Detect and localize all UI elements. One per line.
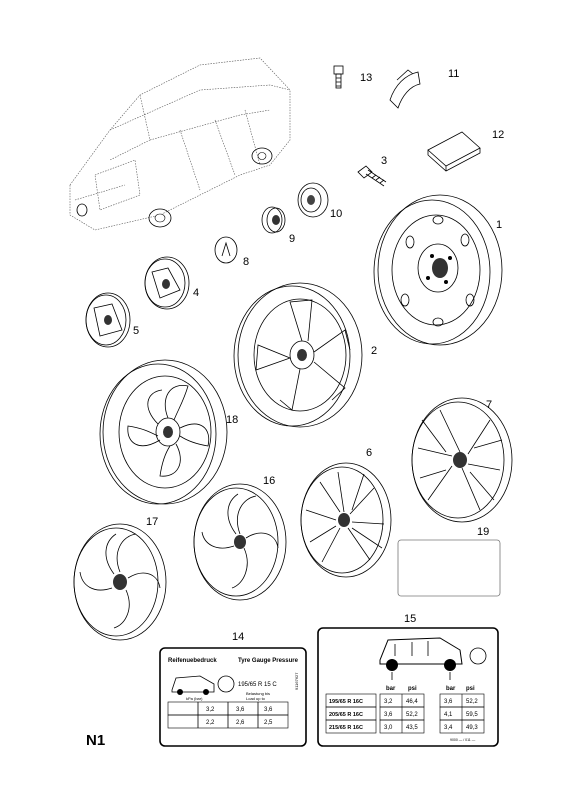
label15-r2-rpsi: 59,5 xyxy=(466,712,478,718)
label15-r3-fpsi: 43,5 xyxy=(406,725,418,731)
callout-7: 7 xyxy=(486,399,492,411)
label15-r1-size: 195/65 R 16C xyxy=(329,699,363,705)
callout-9: 9 xyxy=(289,233,295,245)
callout-14: 14 xyxy=(232,631,244,643)
callout-3: 3 xyxy=(381,155,387,167)
hub-cap-5 xyxy=(85,292,131,348)
callout-17: 17 xyxy=(146,516,158,528)
label15-footer: 9000 — / 011 — xyxy=(450,738,476,742)
label15-r1-rpsi: 52,2 xyxy=(466,699,478,705)
callout-11: 11 xyxy=(448,68,459,80)
wheel-cover-6 xyxy=(300,462,392,578)
wheel-cover-16 xyxy=(193,483,287,601)
callout-13: 13 xyxy=(360,72,372,84)
callout-8: 8 xyxy=(243,256,249,268)
callouts: 13 11 12 3 10 9 8 1 4 5 2 18 7 6 16 17 1… xyxy=(133,68,504,643)
blank-label-19 xyxy=(397,539,501,597)
label15-r1-fpsi: 46,4 xyxy=(406,699,418,705)
cap-8 xyxy=(214,236,238,264)
label14-r1c2: 3,6 xyxy=(236,707,245,713)
alloy-wheel-2 xyxy=(233,282,363,428)
hub-cap-10 xyxy=(297,182,329,218)
balance-weight-11 xyxy=(389,69,421,109)
callout-10: 10 xyxy=(330,208,342,220)
label15-r3-size: 215/65 R 16C xyxy=(329,725,363,731)
label15-r2-fpsi: 52,2 xyxy=(406,712,418,718)
callout-4: 4 xyxy=(193,287,199,299)
label14-part-no: 91167627 xyxy=(294,672,299,690)
van-illustration xyxy=(69,57,291,231)
callout-19: 19 xyxy=(477,526,489,538)
center-cap-9 xyxy=(261,206,286,234)
callout-18: 18 xyxy=(226,414,238,426)
wheel-cover-17 xyxy=(73,523,167,641)
label15-r3-rbar: 3,4 xyxy=(444,725,453,731)
page-id: N1 xyxy=(86,732,105,749)
callout-12: 12 xyxy=(492,129,504,141)
label14-load-note-1: Belastung bis xyxy=(246,691,270,696)
label14-r2c3: 2,5 xyxy=(264,720,273,726)
label14-title-right: Tyre Gauge Pressure xyxy=(238,658,299,664)
pressure-label-14: Reifenuebedruck Tyre Gauge Pressure 195/… xyxy=(159,647,307,747)
bolt-13 xyxy=(333,65,344,89)
hub-cap-4 xyxy=(144,256,190,310)
label15-hdr-bar-front: bar xyxy=(386,686,396,692)
label15-r2-fbar: 3,6 xyxy=(384,712,393,718)
label15-hdr-bar-rear: bar xyxy=(446,686,456,692)
label14-r2c1: 2,2 xyxy=(206,720,215,726)
callout-2: 2 xyxy=(371,345,377,357)
label15-r2-size: 205/65 R 16C xyxy=(329,712,363,718)
label14-r1c1: 3,2 xyxy=(206,707,215,713)
callout-5: 5 xyxy=(133,325,139,337)
label14-load-note-2: Load up to xyxy=(246,696,266,701)
steel-wheel-1 xyxy=(373,194,503,346)
label15-r2-rbar: 4,1 xyxy=(444,712,453,718)
alloy-wheel-18 xyxy=(99,359,228,505)
wheel-cover-7 xyxy=(411,397,513,523)
callout-1: 1 xyxy=(496,219,502,231)
label15-r1-fbar: 3,2 xyxy=(384,699,393,705)
callout-15: 15 xyxy=(404,613,416,625)
callout-16: 16 xyxy=(263,475,275,487)
label15-r3-rpsi: 49,3 xyxy=(466,725,478,731)
label14-tyre-size: 195/65 R 15 C xyxy=(238,682,277,688)
label14-r2c2: 2,6 xyxy=(236,720,245,726)
callout-6: 6 xyxy=(366,447,372,459)
wheel-bolt-3 xyxy=(357,165,387,187)
label15-r1-rbar: 3,6 xyxy=(444,699,453,705)
label14-unit: kPa (bar) xyxy=(186,696,203,701)
label14-title-left: Reifenuebedruck xyxy=(168,658,217,664)
pad-12 xyxy=(427,131,481,172)
label15-hdr-psi-rear: psi xyxy=(466,686,475,692)
label15-r3-fbar: 3,0 xyxy=(384,725,393,731)
pressure-label-15: bar psi bar psi 195/65 R 16C 3,2 46,4 3,… xyxy=(317,627,499,747)
label15-hdr-psi-front: psi xyxy=(408,686,417,692)
label14-r1c3: 3,6 xyxy=(264,707,273,713)
